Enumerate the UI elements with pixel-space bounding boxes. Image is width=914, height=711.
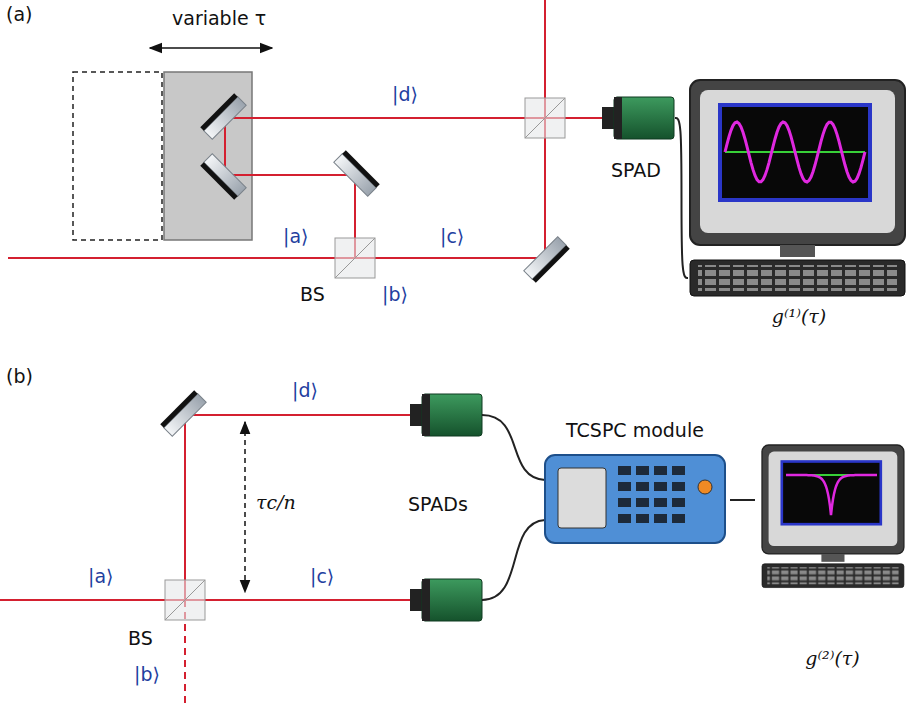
beam-splitter bbox=[525, 98, 565, 138]
beam-splitter-diagonal bbox=[335, 238, 375, 278]
tcspc-key bbox=[654, 482, 667, 491]
beam-splitter bbox=[335, 238, 375, 278]
beam-splitter-label: BS bbox=[128, 628, 153, 650]
tcspc-key bbox=[672, 466, 685, 475]
beam-splitter-diagonal bbox=[165, 580, 205, 620]
mirror bbox=[200, 154, 246, 200]
detector-cable bbox=[482, 520, 545, 600]
tcspc-key bbox=[636, 514, 649, 523]
tcspc-key bbox=[672, 514, 685, 523]
mirror bbox=[524, 237, 570, 283]
tcspc-key bbox=[672, 498, 685, 507]
panel-label: (a) bbox=[6, 4, 32, 26]
tcspc-key bbox=[654, 466, 667, 475]
port-label: |c⟩ bbox=[440, 226, 464, 248]
mirror-backing bbox=[532, 245, 569, 282]
device-label: SPAD bbox=[611, 160, 661, 182]
tcspc-key bbox=[618, 466, 631, 475]
laser-beam bbox=[0, 599, 412, 601]
mirror-backing bbox=[200, 93, 237, 130]
computer bbox=[690, 80, 905, 296]
mirror-backing bbox=[342, 150, 379, 187]
port-label: |b⟩ bbox=[382, 284, 408, 306]
screen-dip-trace bbox=[786, 475, 877, 515]
stage-old-position bbox=[73, 72, 162, 240]
detector-label: SPADs bbox=[408, 494, 468, 516]
path-difference-label: τc/n bbox=[256, 492, 296, 514]
beam-splitter bbox=[165, 580, 205, 620]
tcspc-display bbox=[558, 468, 606, 528]
beam-splitter-cube bbox=[165, 580, 205, 620]
spad-detector bbox=[602, 97, 674, 139]
tcspc-key bbox=[636, 482, 649, 491]
tcspc-knob bbox=[698, 480, 712, 494]
tcspc-key bbox=[618, 482, 631, 491]
spad-detector bbox=[410, 394, 482, 436]
port-label: |c⟩ bbox=[310, 566, 334, 588]
tcspc-unit bbox=[545, 455, 725, 543]
spad-detector bbox=[410, 579, 482, 621]
detector-cable bbox=[482, 415, 545, 480]
reflected-beam bbox=[185, 415, 412, 600]
tcspc-key bbox=[636, 466, 649, 475]
translation-stage bbox=[164, 72, 252, 240]
path-difference-arrow bbox=[244, 422, 246, 592]
tcspc-key bbox=[654, 514, 667, 523]
laser-beam bbox=[8, 0, 545, 258]
delay-arrow bbox=[150, 47, 272, 49]
delayed-beam bbox=[225, 118, 602, 258]
port-label: |a⟩ bbox=[283, 226, 308, 248]
mirror bbox=[200, 93, 246, 139]
computer: g⁽²⁾(τ) bbox=[755, 440, 910, 672]
delay-label: variable τ bbox=[172, 8, 266, 30]
tcspc-key bbox=[618, 498, 631, 507]
tcspc-key bbox=[618, 514, 631, 523]
beam-splitter-diagonal bbox=[525, 98, 565, 138]
screen-sine-trace bbox=[725, 122, 865, 182]
tcspc-keypad bbox=[618, 466, 685, 523]
spad-detector: SPAD bbox=[597, 88, 675, 184]
plot-label: g⁽²⁾(τ) bbox=[805, 648, 859, 670]
computer: g⁽¹⁾(τ) bbox=[688, 76, 910, 330]
computer bbox=[762, 445, 904, 588]
tcspc-key bbox=[654, 498, 667, 507]
beam-splitter-cube bbox=[525, 98, 565, 138]
port-label: |d⟩ bbox=[392, 84, 418, 106]
tcspc-key bbox=[672, 482, 685, 491]
plot-label: g⁽¹⁾(τ) bbox=[772, 306, 826, 328]
mirror-backing bbox=[160, 390, 197, 427]
signal-cable bbox=[675, 118, 688, 278]
signal-cable bbox=[730, 499, 755, 501]
port-label: |b⟩ bbox=[134, 664, 160, 686]
device-label: TCSPC module bbox=[566, 420, 704, 442]
tcspc-housing bbox=[545, 455, 725, 543]
beam-splitter-label: BS bbox=[300, 284, 325, 306]
port-label: |a⟩ bbox=[88, 566, 113, 588]
tcspc-module: TCSPC module bbox=[540, 418, 730, 548]
mirror-backing bbox=[200, 162, 237, 199]
tcspc-key bbox=[636, 498, 649, 507]
panel-label: (b) bbox=[6, 366, 33, 388]
port-label: |d⟩ bbox=[292, 380, 318, 402]
mirror bbox=[160, 390, 206, 436]
mirror bbox=[334, 150, 380, 196]
beam-splitter-cube bbox=[335, 238, 375, 278]
